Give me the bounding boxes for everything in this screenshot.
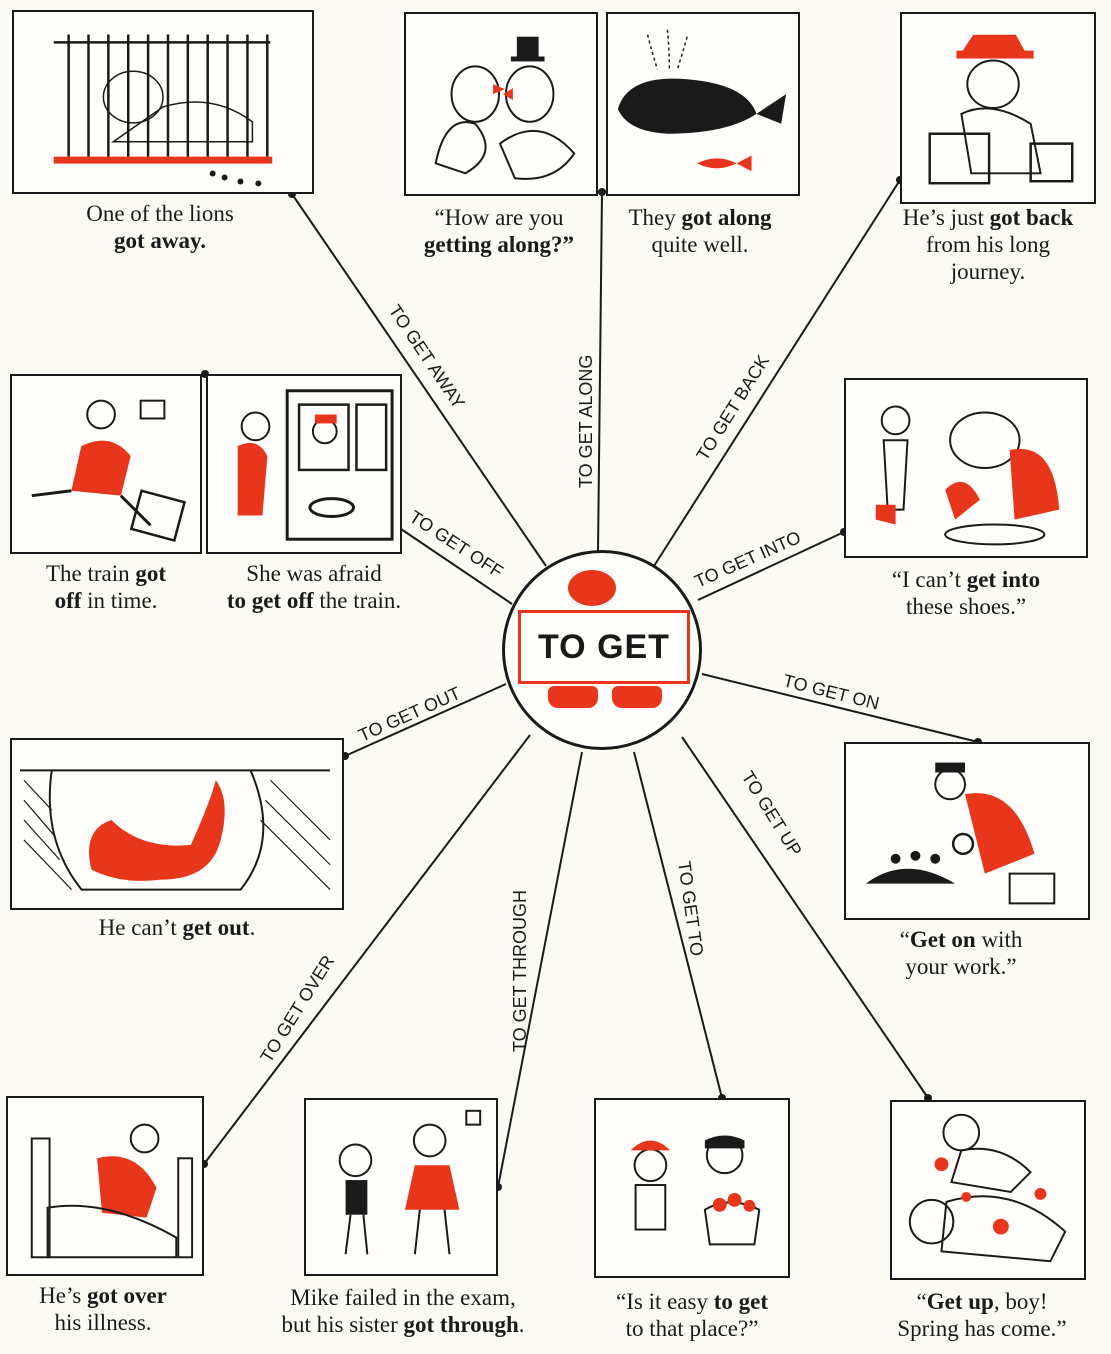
spoke-label-along: TO GET ALONG <box>576 355 596 488</box>
spoke-line-through <box>497 751 583 1188</box>
running-man-illustration <box>31 399 187 542</box>
panel-boys-baskets <box>594 1098 790 1278</box>
connector-dot <box>341 752 349 760</box>
caption-through: Mike failed in the exam, but his sister … <box>281 1285 525 1337</box>
spoke-label-up: TO GET UP <box>738 768 806 860</box>
spoke-line-up <box>681 736 929 1099</box>
hippo-shoes-illustration <box>875 405 1060 546</box>
caption-on: “Get on with your work.” <box>899 927 1023 979</box>
caption-over: He’s got over his illness. <box>39 1283 167 1335</box>
connector-dot <box>924 1094 932 1102</box>
spoke-line-away <box>291 193 547 567</box>
panel-bears-spring <box>890 1100 1086 1280</box>
connector-dot <box>200 1160 208 1168</box>
panel-whale <box>606 12 800 196</box>
siblings-illustration <box>338 1109 482 1255</box>
caption-got-along: They got along quite well. <box>628 205 772 257</box>
panel-ants-magnifier <box>844 742 1090 920</box>
mascot-foot-left <box>548 686 598 708</box>
man-in-bed-illustration <box>30 1123 194 1259</box>
connector-dot <box>598 188 606 196</box>
connector-dot <box>494 1183 502 1191</box>
panel-birds-egg <box>404 12 598 196</box>
birds-in-eggs-illustration <box>434 36 576 180</box>
man-with-magnifier-illustration <box>865 762 1056 905</box>
spoke-label-back: TO GET BACK <box>692 351 773 464</box>
fox-in-hole-illustration <box>19 769 331 891</box>
spoke-line-on <box>701 673 979 743</box>
caption-out: He can’t get out. <box>98 915 256 940</box>
panel-running-man <box>10 374 202 554</box>
mascot-head <box>568 570 616 606</box>
spoke-label-through: TO GET THROUGH <box>510 890 530 1052</box>
panel-fox-hole <box>10 738 344 910</box>
caption-lions: One of the lions got away. <box>86 201 234 253</box>
spoke-label-out: TO GET OUT <box>355 683 463 746</box>
traveler-illustration <box>928 34 1074 185</box>
panel-train-window <box>206 374 402 554</box>
spoke-line-out <box>344 683 507 757</box>
panel-traveler <box>900 12 1096 204</box>
caption-up: “Get up, boy! Spring has come.” <box>897 1289 1067 1341</box>
center-label: TO GET <box>518 610 690 684</box>
caption-train-off: The train got off in time. <box>45 561 167 613</box>
spoke-line-into <box>697 531 845 601</box>
caption-afraid-off: She was afraid to get off the train. <box>226 561 402 613</box>
caption-to: “Is it easy to get to that place?” <box>616 1289 768 1341</box>
spoke-line-off <box>397 526 513 605</box>
spoke-line-over <box>203 734 531 1165</box>
spoke-line-back <box>653 179 901 567</box>
boys-with-baskets-illustration <box>630 1135 761 1246</box>
caption-how-along: “How are you getting along?” <box>423 205 575 257</box>
spoke-line-along <box>597 191 603 553</box>
panel-sick-bed <box>6 1096 204 1276</box>
connector-dot <box>288 190 296 198</box>
mascot-foot-right <box>612 686 662 708</box>
panel-hippo-shoes <box>844 378 1088 558</box>
spoke-label-to: TO GET TO <box>674 860 707 958</box>
caption-into: “I can’t get into these shoes.” <box>891 567 1041 619</box>
lion-cage-illustration <box>53 34 273 187</box>
bears-spring-illustration <box>908 1113 1067 1263</box>
spoke-label-on: TO GET ON <box>781 670 881 713</box>
whale-and-fish-illustration <box>617 29 787 172</box>
birds-train-illustration <box>237 389 394 541</box>
caption-back: He’s just got back from his long journey… <box>902 205 1074 284</box>
spoke-line-to <box>633 751 723 1099</box>
spoke-label-over: TO GET OVER <box>256 952 338 1066</box>
panel-siblings <box>304 1098 498 1276</box>
panel-lions-cage <box>12 10 314 194</box>
connector-dot <box>201 370 209 378</box>
